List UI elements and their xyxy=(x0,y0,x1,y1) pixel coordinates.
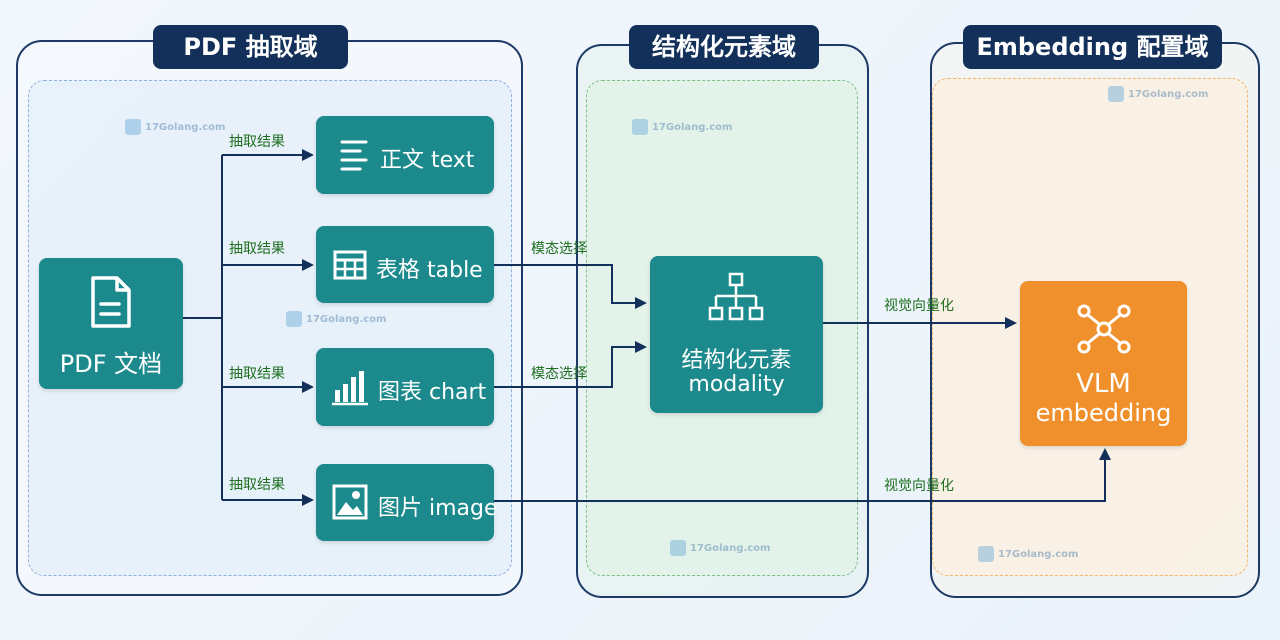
vlm-label-line1: VLM xyxy=(1076,369,1131,399)
image-node-label: 图片 image xyxy=(378,496,498,521)
chart-node-label: 图表 chart xyxy=(378,380,487,405)
text-lines-icon xyxy=(340,140,368,171)
edge-label-extract: 抽取结果 xyxy=(229,366,285,382)
watermark-logo-icon xyxy=(125,119,141,135)
vlm-label-line2: embedding xyxy=(1035,399,1172,427)
edge-label-extract: 抽取结果 xyxy=(229,134,285,150)
image-node[interactable]: 图片 image xyxy=(316,464,498,541)
edge-label-extract: 抽取结果 xyxy=(229,241,285,257)
embedding-domain-title: Embedding 配置域 xyxy=(963,25,1222,69)
document-icon xyxy=(127,274,171,330)
edge-label-vectorize: 视觉向量化 xyxy=(884,298,954,314)
edge-label-modality-select: 模态选择 xyxy=(531,241,587,257)
watermark: 17Golang.com xyxy=(632,119,732,135)
edge-label-extract: 抽取结果 xyxy=(229,477,285,493)
network-icon xyxy=(1077,304,1131,354)
table-grid-icon xyxy=(333,250,367,280)
watermark-logo-icon xyxy=(1108,86,1124,102)
edge-label-vectorize: 视觉向量化 xyxy=(884,478,954,494)
modality-label-line1: 结构化元素 xyxy=(681,348,792,373)
table-node[interactable]: 表格 table xyxy=(316,226,494,303)
pdf-document-node[interactable]: PDF 文档 xyxy=(39,258,183,389)
watermark-logo-icon xyxy=(286,311,302,327)
hierarchy-icon xyxy=(708,272,764,321)
bar-chart-icon xyxy=(332,371,368,406)
watermark: 17Golang.com xyxy=(125,119,225,135)
watermark: 17Golang.com xyxy=(670,540,770,556)
watermark-logo-icon xyxy=(632,119,648,135)
watermark-logo-icon xyxy=(978,546,994,562)
pdf-domain-title: PDF 抽取域 xyxy=(153,25,348,69)
structured-domain-title: 结构化元素域 xyxy=(629,25,819,69)
document-icon xyxy=(91,276,131,328)
modality-node[interactable]: 结构化元素 modality xyxy=(650,256,823,413)
modality-label-line2: modality xyxy=(688,372,785,397)
table-node-label: 表格 table xyxy=(376,258,483,283)
arrow-chart-to-modality xyxy=(494,341,647,388)
edge-label-modality-select: 模态选择 xyxy=(531,366,587,382)
chart-node[interactable]: 图表 chart xyxy=(316,348,494,426)
text-node-label: 正文 text xyxy=(380,148,475,173)
watermark: 17Golang.com xyxy=(1108,86,1208,102)
image-icon xyxy=(332,484,368,520)
pdf-document-label: PDF 文档 xyxy=(59,350,163,378)
text-node[interactable]: 正文 text xyxy=(316,116,494,194)
watermark: 17Golang.com xyxy=(978,546,1078,562)
watermark: 17Golang.com xyxy=(286,311,386,327)
vlm-embedding-node[interactable]: VLM embedding xyxy=(1020,281,1187,446)
arrow-table-to-modality xyxy=(494,264,647,309)
watermark-logo-icon xyxy=(670,540,686,556)
arrow-image-to-vlm xyxy=(494,448,1111,502)
